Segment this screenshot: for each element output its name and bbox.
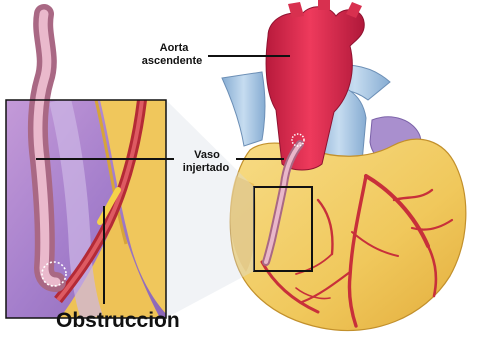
label-aorta-line2: ascendente [142,55,203,67]
heart-myocardium [230,139,466,330]
label-obstruction: Obstruccion [56,309,180,332]
label-aorta-line1: Aorta [160,42,190,54]
heart-illustration [222,0,466,331]
label-graft-line1: Vaso [194,149,220,161]
vena-cava [222,72,265,146]
label-graft-line2: injertado [183,162,230,174]
aorta-branch-2 [318,0,330,10]
